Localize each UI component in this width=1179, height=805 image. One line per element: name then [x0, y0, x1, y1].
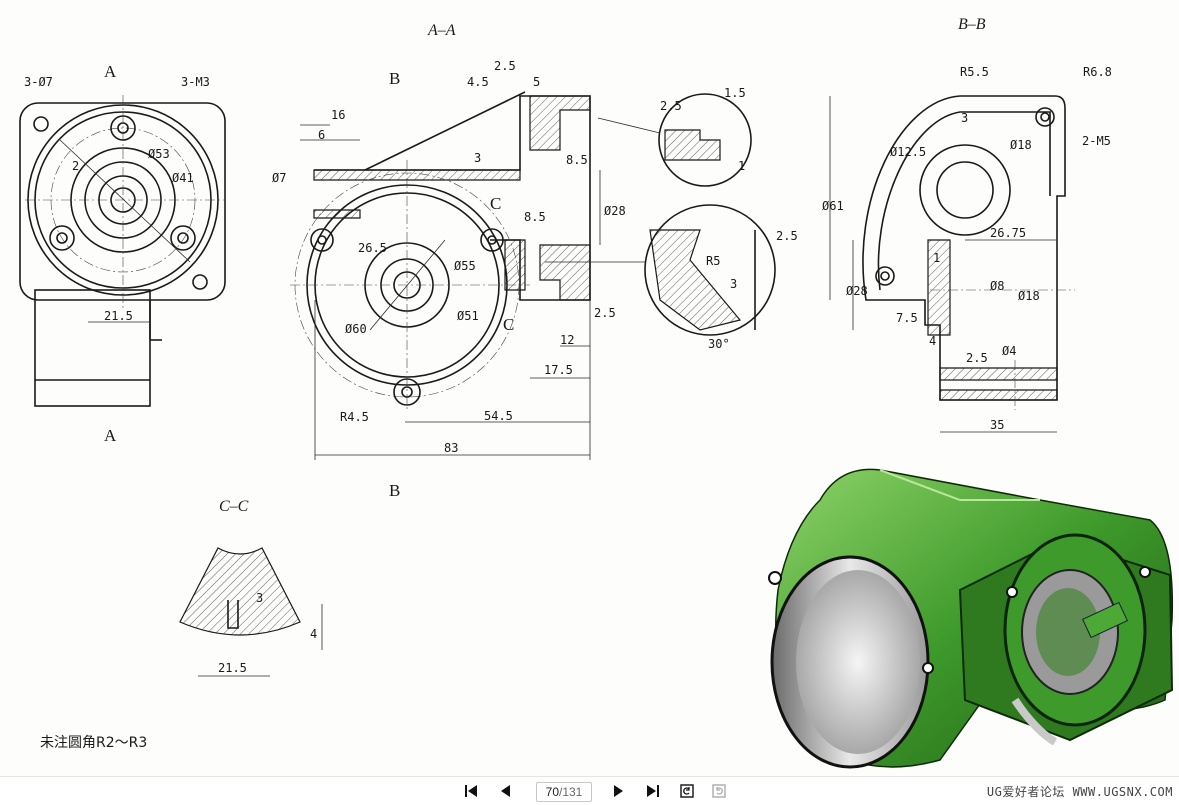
dim-bb-d4: Ø4 [1002, 344, 1016, 358]
document-page: A–A B–B C–C A A B B C C 3-Ø7 3-M3 Ø53 Ø4… [19, 16, 1174, 769]
dim-detail-30deg: 30° [708, 337, 730, 351]
dim-detail-1: 1 [738, 159, 745, 173]
dim-aa-26-5: 26.5 [358, 241, 387, 255]
rotate-right-button[interactable] [708, 781, 730, 801]
section-bb-view [829, 95, 1075, 433]
dim-aa-2-5-top: 2.5 [494, 59, 516, 73]
dim-aa-5: 5 [533, 75, 540, 89]
total-pages: /131 [559, 785, 583, 799]
last-page-icon [647, 785, 659, 797]
dim-front-d53: Ø53 [148, 147, 170, 161]
dim-detail-2-5: 2.5 [660, 99, 682, 113]
dim-bb-4: 4 [929, 334, 936, 348]
dim-cc-4: 4 [310, 627, 317, 641]
dim-aa-d28: Ø28 [604, 204, 626, 218]
dim-bb-d61: Ø61 [822, 199, 844, 213]
dim-front-holes: 3-Ø7 [24, 75, 53, 89]
cut-label-a-bottom: A [104, 426, 117, 445]
last-page-button[interactable] [642, 781, 664, 801]
next-page-icon [614, 785, 623, 797]
dim-aa-8-5-a: 8.5 [566, 153, 588, 167]
section-title-bb: B–B [958, 16, 986, 33]
viewer-toolbar: 70/131 UG爱好者论坛 WWW.UGSNX.COM [0, 776, 1179, 805]
front-view [19, 95, 226, 407]
page-number-field[interactable]: 70/131 [536, 782, 592, 802]
section-cc-view [179, 547, 323, 677]
rotate-right-icon [712, 784, 726, 798]
dim-cc-21-5: 21.5 [218, 661, 247, 675]
cut-label-c-bottom: C [503, 315, 514, 334]
dim-front-thread: 3-M3 [181, 75, 210, 89]
dim-bb-3: 3 [961, 111, 968, 125]
dim-aa-d51: Ø51 [457, 309, 479, 323]
dim-aa-r4-5: R4.5 [340, 410, 369, 424]
section-title-cc: C–C [219, 498, 249, 515]
current-page: 70 [545, 785, 559, 799]
dim-bb-r5-5: R5.5 [960, 65, 989, 79]
dim-front-d41: Ø41 [172, 171, 194, 185]
dim-front-21-5: 21.5 [104, 309, 133, 323]
cut-label-b-top: B [389, 69, 400, 88]
dim-bb-35: 35 [990, 418, 1004, 432]
dim-aa-d60: Ø60 [345, 322, 367, 336]
cut-label-c-top: C [490, 194, 501, 213]
dim-detail-2-5-b: 2.5 [776, 229, 798, 243]
dim-aa-54-5: 54.5 [484, 409, 513, 423]
general-note: 未注圆角R2～R3 [40, 735, 147, 751]
dim-cc-3: 3 [256, 591, 263, 605]
prev-page-icon [501, 785, 510, 797]
isometric-model-render [768, 468, 1174, 769]
dim-aa-17-5: 17.5 [544, 363, 573, 377]
dim-aa-83: 83 [444, 441, 458, 455]
dim-aa-4-5: 4.5 [467, 75, 489, 89]
engineering-drawing: A–A B–B C–C A A B B C C 3-Ø7 3-M3 Ø53 Ø4… [19, 16, 1174, 769]
dim-bb-d28: Ø28 [846, 284, 868, 298]
prev-page-button[interactable] [494, 781, 516, 801]
dim-detail-1-5: 1.5 [724, 86, 746, 100]
dim-bb-r6-8: R6.8 [1083, 65, 1112, 79]
dim-aa-16: 16 [331, 108, 345, 122]
dim-bb-d8: Ø8 [990, 279, 1004, 293]
dim-detail-r5: R5 [706, 254, 720, 268]
first-page-button[interactable] [460, 781, 482, 801]
dim-aa-d7: Ø7 [272, 171, 286, 185]
dim-aa-6: 6 [318, 128, 325, 142]
dim-bb-2-5: 2.5 [966, 351, 988, 365]
dim-bb-7-5: 7.5 [896, 311, 918, 325]
dim-aa-d55: Ø55 [454, 259, 476, 273]
dim-aa-3: 3 [474, 151, 481, 165]
dim-aa-2-5-bottom: 2.5 [594, 306, 616, 320]
detail-views [545, 93, 776, 336]
dim-aa-8-5-b: 8.5 [524, 210, 546, 224]
dim-detail-3: 3 [730, 277, 737, 291]
site-watermark: UG爱好者论坛 WWW.UGSNX.COM [986, 785, 1173, 799]
cut-label-a-top: A [104, 62, 117, 81]
dim-bb-d12-5: Ø12.5 [890, 145, 926, 159]
dim-bb-d18-bottom: Ø18 [1018, 289, 1040, 303]
next-page-button[interactable] [608, 781, 630, 801]
first-page-icon [465, 785, 477, 797]
dim-bb-2-m5: 2-M5 [1082, 134, 1111, 148]
rotate-left-icon [680, 784, 694, 798]
rotate-left-button[interactable] [676, 781, 698, 801]
cut-label-b-bottom: B [389, 481, 400, 500]
dim-front-2: 2 [72, 159, 79, 173]
section-aa-view [290, 91, 601, 460]
dim-aa-12: 12 [560, 333, 574, 347]
dim-bb-26-75: 26.75 [990, 226, 1026, 240]
dim-bb-1: 1 [933, 251, 940, 265]
section-title-aa: A–A [427, 22, 456, 39]
dim-bb-d18-top: Ø18 [1010, 138, 1032, 152]
